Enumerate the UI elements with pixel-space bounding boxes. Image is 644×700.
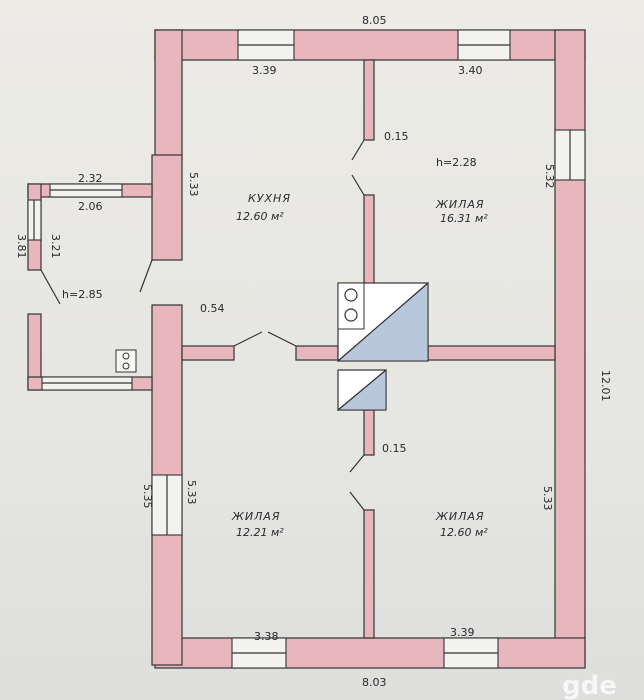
mid-wall-center <box>295 345 339 361</box>
partition-bottom-b <box>363 509 375 639</box>
bottom-width-label: 8.03 <box>362 676 387 689</box>
watermark-logo: gde <box>562 671 617 700</box>
porch <box>27 183 153 391</box>
living-top-right-name: ЖИЛАЯ <box>435 198 485 211</box>
kitchen-height-label: 5.33 <box>187 172 200 197</box>
living-bottom-left-area: 12.21 м² <box>236 526 284 539</box>
top-wall <box>154 29 586 61</box>
porch-stove <box>115 349 137 373</box>
porch-top-outer-label: 2.32 <box>78 172 103 185</box>
right-lower-label: 5.33 <box>541 486 554 511</box>
doors <box>233 139 365 511</box>
left-wall-kitchen <box>151 154 183 261</box>
partition-bottom-a <box>363 409 375 456</box>
partition-top-label: 0.15 <box>384 130 409 143</box>
room-labels: КУХНЯ 12.60 м² ЖИЛАЯ 16.31 м² ЖИЛАЯ 12.2… <box>231 192 488 539</box>
living-top-right-area: 16.31 м² <box>440 212 488 225</box>
kitchen-area: 12.60 м² <box>236 210 284 223</box>
living-bottom-right-area: 12.60 м² <box>440 526 488 539</box>
partition-bottom-label: 0.15 <box>382 442 407 455</box>
window-top-right-label: 3.40 <box>458 64 483 77</box>
interior-walls <box>181 59 556 639</box>
ceiling-height-porch: h=2.85 <box>62 288 103 301</box>
right-upper-label: 5.32 <box>543 164 556 189</box>
porch-top-inner-label: 2.06 <box>78 200 103 213</box>
kitchen-name: КУХНЯ <box>248 192 291 205</box>
living-bottom-left-name: ЖИЛАЯ <box>231 510 281 523</box>
top-width-label: 8.05 <box>362 14 387 27</box>
stove-lower <box>336 368 387 411</box>
door-gap-label: 0.54 <box>200 302 225 315</box>
partition-top-a <box>363 59 375 141</box>
left-wall-upper <box>154 29 183 161</box>
right-wall <box>554 29 586 666</box>
left-lower-outer-label: 5.35 <box>141 484 154 509</box>
window-bottom-right-label: 3.39 <box>450 626 475 639</box>
stove-upper <box>336 281 429 362</box>
ceiling-height-main: h=2.28 <box>436 156 477 169</box>
window-bottom-left-label: 3.38 <box>254 630 279 643</box>
living-bottom-right-name: ЖИЛАЯ <box>435 510 485 523</box>
porch-left-outer-label: 3.81 <box>15 234 28 259</box>
windows <box>151 29 586 669</box>
porch-left-inner-label: 3.21 <box>49 234 62 259</box>
bottom-wall <box>154 637 586 669</box>
dimension-labels: 8.05 8.03 12.01 3.39 3.40 3.38 3.39 h=2.… <box>15 14 612 689</box>
mid-wall-left <box>181 345 235 361</box>
mid-wall-right <box>427 345 556 361</box>
window-top-left-label: 3.39 <box>252 64 277 77</box>
left-lower-inner-label: 5.33 <box>185 480 198 505</box>
right-height-label: 12.01 <box>599 370 612 402</box>
partition-top-b <box>363 194 375 286</box>
